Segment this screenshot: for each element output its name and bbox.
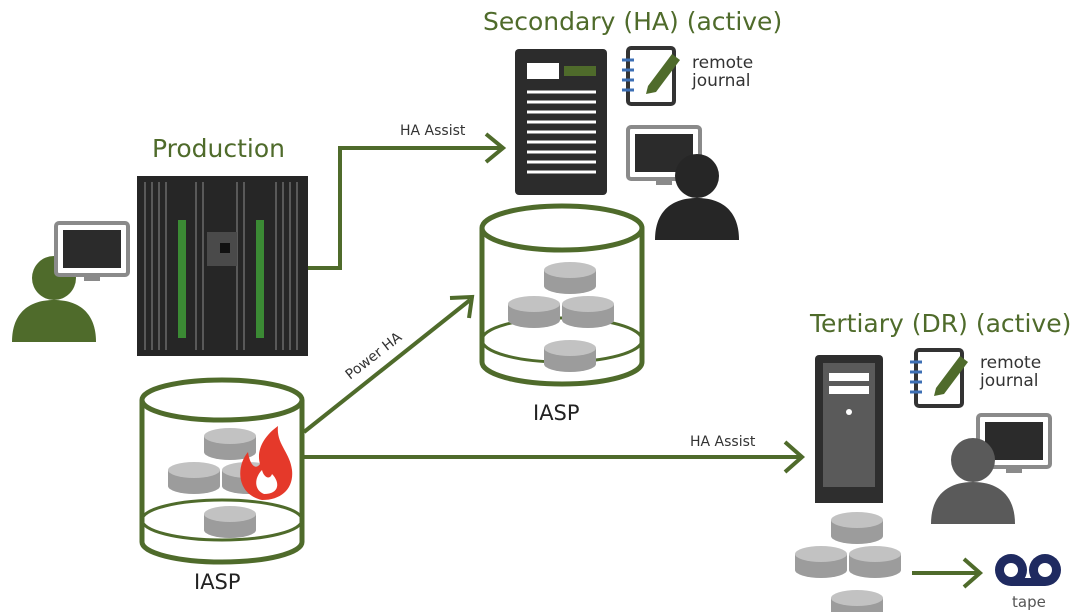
- tertiary-journal-icon: [908, 348, 970, 408]
- secondary-journal-icon: [620, 46, 682, 106]
- flame-icon: [240, 426, 293, 500]
- ha-assist-bottom-label: HA Assist: [690, 434, 756, 450]
- production-monitor-icon: [54, 221, 130, 283]
- tertiary-tower-server-icon: [815, 355, 883, 503]
- disk-stack-icon: [795, 512, 901, 612]
- ha-assist-top-connector: [308, 132, 507, 270]
- production-server-icon: [137, 176, 308, 356]
- power-ha-connector: [302, 294, 475, 434]
- secondary-journal-line2: journal: [691, 71, 751, 91]
- ha-assist-top-label: HA Assist: [400, 123, 466, 139]
- secondary-server-icon: [515, 49, 607, 195]
- title-production: Production: [152, 134, 285, 163]
- tertiary-journal-line2: journal: [979, 371, 1039, 391]
- title-secondary: Secondary (HA) (active): [483, 7, 782, 36]
- title-tertiary: Tertiary (DR) (active): [809, 309, 1071, 338]
- iasp-secondary-label: IASP: [533, 401, 580, 425]
- tape-connector: [912, 557, 984, 589]
- tertiary-journal-line1: remote: [980, 353, 1041, 373]
- tape-reel-icon: [995, 554, 1061, 586]
- tape-label: tape: [1012, 593, 1046, 611]
- ha-assist-bottom-connector: [304, 440, 806, 474]
- iasp-production-label: IASP: [194, 570, 241, 594]
- secondary-journal-line1: remote: [692, 53, 753, 73]
